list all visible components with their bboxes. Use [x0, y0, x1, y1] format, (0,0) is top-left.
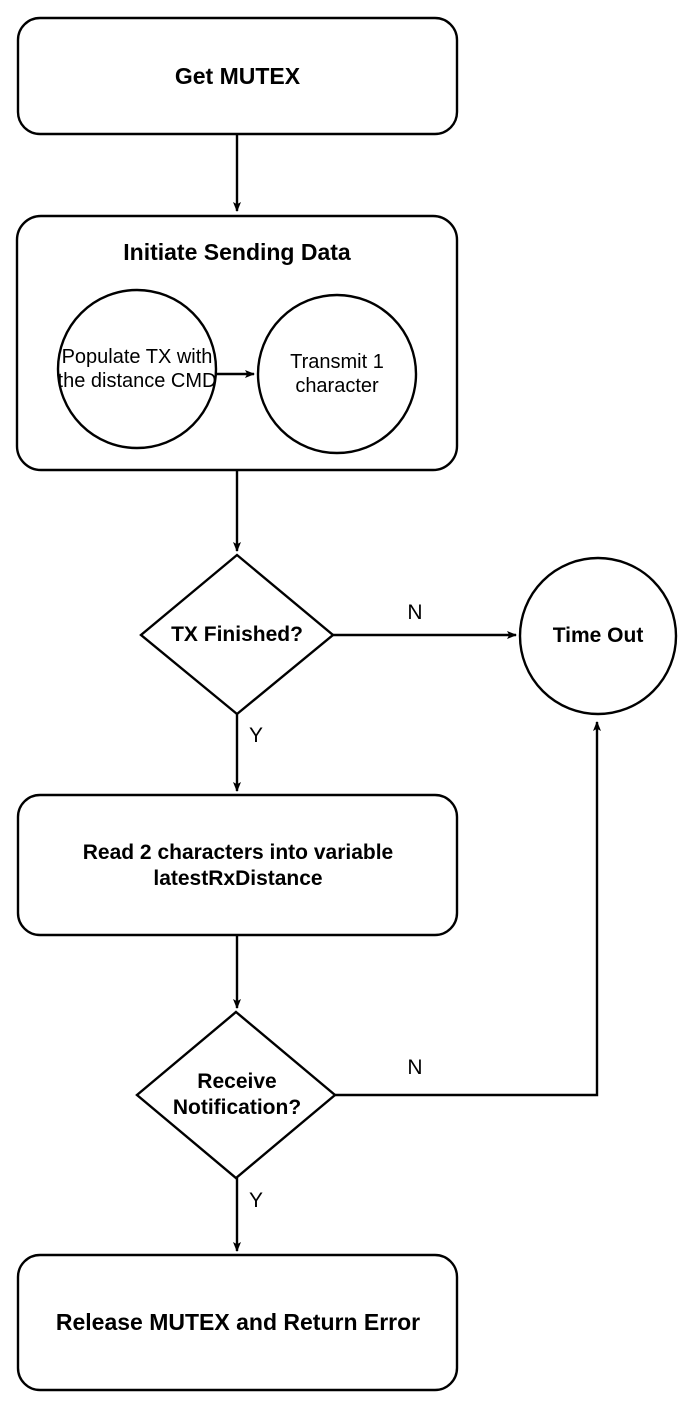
node-tx-finished-shape[interactable]	[139, 553, 335, 716]
edge-label-receive-notification-no: N	[407, 1056, 423, 1079]
node-time-out-shape[interactable]	[518, 556, 678, 716]
edge-label-tx-finished-yes: Y	[248, 724, 263, 747]
edge-label-receive-notification-yes: Y	[248, 1189, 263, 1212]
node-receive-notification-shape[interactable]	[135, 1010, 337, 1180]
edge-label-tx-finished-no: N	[407, 601, 423, 624]
node-release-mutex-shape[interactable]	[16, 1253, 459, 1392]
node-populate-tx-shape[interactable]	[56, 288, 218, 450]
node-get-mutex-shape[interactable]	[16, 16, 459, 136]
node-read-chars-shape[interactable]	[16, 793, 459, 937]
node-transmit-char-shape[interactable]	[256, 293, 418, 455]
edge-receive-notification-no-to-time-out	[335, 721, 601, 1097]
